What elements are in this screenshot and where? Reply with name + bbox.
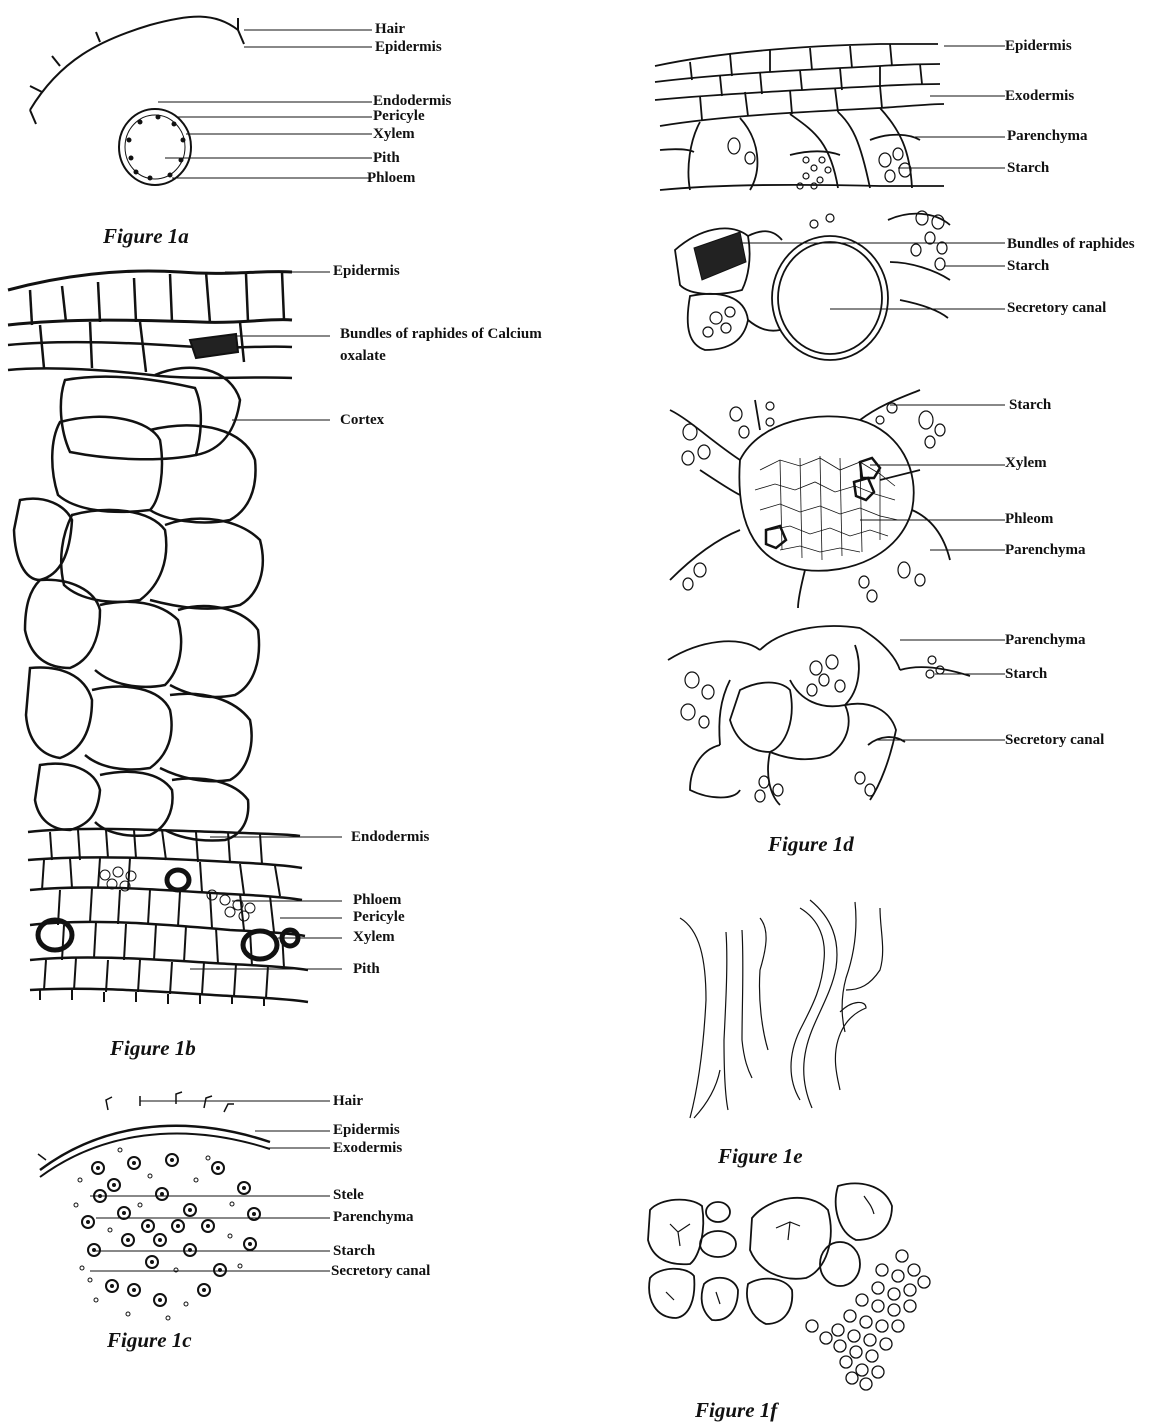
fig1b-label-cortex: Cortex — [340, 412, 384, 429]
fig1a-label-xylem: Xylem — [373, 126, 415, 143]
fig1b-label-epidermis: Epidermis — [333, 263, 400, 280]
fig1d-label-raphides: Bundles of raphides — [1007, 236, 1135, 253]
fig1b-label-oxalate: oxalate — [340, 348, 386, 365]
fig1a-label-hair: Hair — [375, 21, 405, 38]
fig1f-caption: Figure 1f — [695, 1398, 777, 1423]
fig1b-label-pith: Pith — [353, 961, 380, 978]
fig1b-label-endodermis: Endodermis — [351, 829, 429, 846]
fig1b-label-raphides: Bundles of raphides of Calcium — [340, 326, 542, 343]
fig1a-caption: Figure 1a — [103, 224, 189, 249]
fig1f-drawing — [648, 1183, 892, 1324]
fig1d-drawing — [655, 44, 1005, 805]
fig1d-label-parenchyma-3: Parenchyma — [1005, 632, 1086, 649]
fig1e-caption: Figure 1e — [718, 1144, 803, 1169]
fig1d-label-starch-1: Starch — [1007, 160, 1049, 177]
fig1a-label-pith: Pith — [373, 150, 400, 167]
fig1b-label-pericyle: Pericyle — [353, 909, 405, 926]
fig1e-drawing — [680, 900, 883, 1118]
fig1b-label-xylem: Xylem — [353, 929, 395, 946]
fig1b-caption: Figure 1b — [110, 1036, 196, 1061]
fig1d-label-starch-3: Starch — [1009, 397, 1051, 414]
fig1d-caption: Figure 1d — [768, 832, 854, 857]
fig1d-label-epidermis: Epidermis — [1005, 38, 1072, 55]
fig1d-label-phleom: Phleom — [1005, 511, 1053, 528]
fig1d-label-xylem: Xylem — [1005, 455, 1047, 472]
fig1b-label-phloem: Phloem — [353, 892, 401, 909]
fig1c-label-parenchyma: Parenchyma — [333, 1209, 414, 1226]
fig1c-stele-dots — [82, 1154, 260, 1306]
fig1a-label-epidermis: Epidermis — [375, 39, 442, 56]
fig1d-label-exodermis: Exodermis — [1005, 88, 1074, 105]
fig1c-label-stele: Stele — [333, 1187, 364, 1204]
fig1d-label-secretory-canal-2: Secretory canal — [1005, 732, 1104, 749]
fig1d-label-starch-4: Starch — [1005, 666, 1047, 683]
fig1a-drawing — [30, 17, 372, 185]
fig1c-label-epidermis: Epidermis — [333, 1122, 400, 1139]
fig1d-label-parenchyma-1: Parenchyma — [1007, 128, 1088, 145]
fig1b-drawing — [8, 271, 342, 1006]
fig1c-caption: Figure 1c — [107, 1328, 192, 1353]
fig1c-label-exodermis: Exodermis — [333, 1140, 402, 1157]
fig1a-label-pericyle: Pericyle — [373, 108, 425, 125]
fig1a-label-phloem: Phloem — [367, 170, 415, 187]
fig1c-label-starch: Starch — [333, 1243, 375, 1260]
fig1c-drawing — [38, 1092, 330, 1320]
fig1d-label-parenchyma-2: Parenchyma — [1005, 542, 1086, 559]
fig1d-label-secretory-canal-1: Secretory canal — [1007, 300, 1106, 317]
fig1f-granules — [806, 1250, 930, 1390]
fig1c-label-secretory-canal: Secretory canal — [331, 1263, 430, 1280]
fig1c-label-hair: Hair — [333, 1093, 363, 1110]
fig1d-label-starch-2: Starch — [1007, 258, 1049, 275]
